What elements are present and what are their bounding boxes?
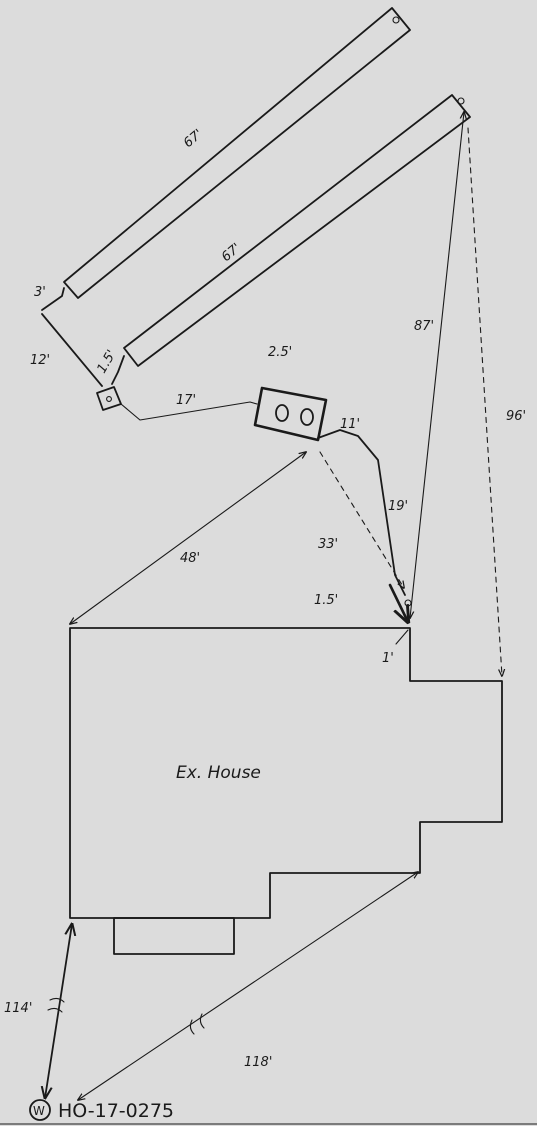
- septic-tank: [253, 386, 328, 442]
- lower-trench: [123, 94, 471, 367]
- dim-33: [319, 451, 404, 588]
- upper-trench: [63, 7, 411, 299]
- case-number: HO-17-0275: [58, 1100, 174, 1122]
- label-box-width: 2.5': [268, 345, 292, 360]
- well-symbol: W: [29, 1099, 51, 1121]
- label-house-to-box: 48': [180, 551, 200, 566]
- label-box-to-pipe: 11': [340, 417, 360, 432]
- label-well-to-house-left: 114': [4, 1001, 32, 1016]
- dim-96: [467, 127, 502, 676]
- house-porch: [113, 917, 235, 955]
- label-wall-to-tank-end: 96': [506, 409, 526, 424]
- label-upper-tank-offset: 3': [34, 285, 46, 300]
- existing-house: [69, 627, 503, 919]
- label-tank-gap: 12': [30, 353, 50, 368]
- dim-87: [410, 112, 464, 618]
- pipe-dbox-to-tank: [120, 401, 258, 421]
- dim-118: [78, 872, 418, 1100]
- corner-offset-tick: [395, 629, 409, 645]
- dim-48: [70, 452, 306, 624]
- label-corner-offset-b: 1': [382, 651, 394, 666]
- label-pipe-to-house: 19': [388, 499, 408, 514]
- label-lower-tank-offset: 1.5': [94, 347, 119, 376]
- trench-connection-pipes: [41, 287, 125, 387]
- label-upper-tank-length: 67': [181, 127, 206, 151]
- dim-114: [45, 924, 72, 1098]
- svg-text:W: W: [33, 1104, 45, 1118]
- label-pipe-to-box: 17': [176, 393, 196, 408]
- label-well-to-house-right: 118': [244, 1055, 272, 1070]
- distribution-box: [96, 386, 122, 411]
- label-lower-tank-length: 67': [219, 241, 244, 265]
- label-corner-to-tank-end: 87': [414, 319, 434, 334]
- house-label: Ex. House: [176, 763, 261, 783]
- label-corner-offset-a: 1.5': [314, 593, 338, 608]
- label-corner-to-box: 33': [318, 537, 338, 552]
